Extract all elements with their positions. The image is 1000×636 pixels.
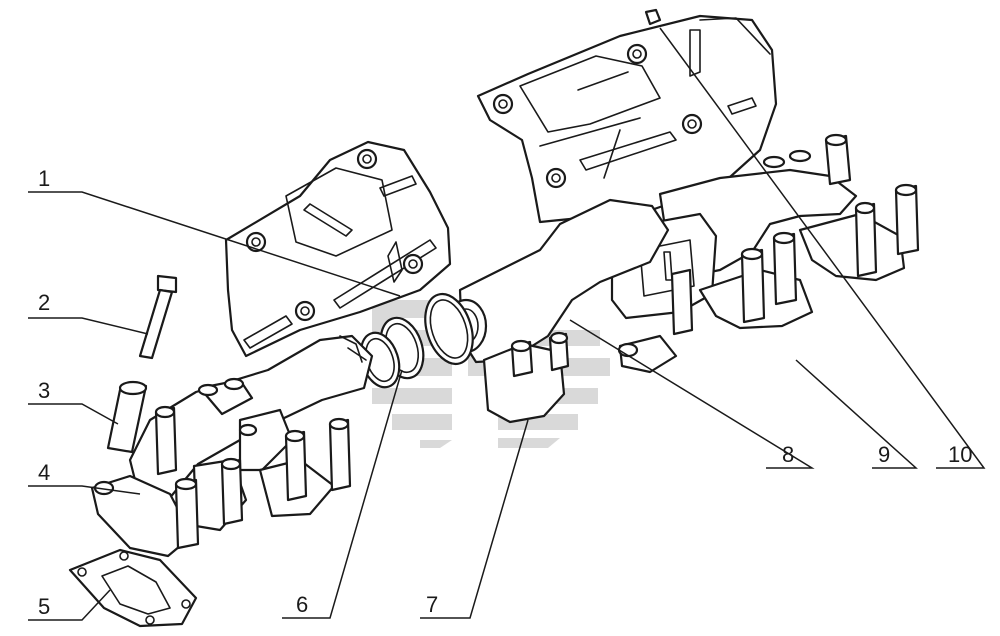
- spacer-sleeve: [106, 380, 148, 454]
- studs-right-manifold: [617, 133, 920, 358]
- exhaust-manifold-left: [90, 334, 374, 558]
- callout-9: 9: [878, 442, 890, 467]
- seal-rings: [359, 292, 474, 389]
- studs-left-manifold: [154, 377, 352, 550]
- callout-labels: 1 2 3 4 5 6 7 8 9 10: [38, 166, 972, 619]
- long-bolt: [138, 274, 178, 360]
- callout-2: 2: [38, 290, 50, 315]
- callout-3: 3: [38, 378, 50, 403]
- gasket: [68, 548, 198, 628]
- callout-6: 6: [296, 592, 308, 617]
- callout-7: 7: [426, 592, 438, 617]
- callout-1: 1: [38, 166, 50, 191]
- leader-lines: [28, 27, 986, 621]
- heat-shield-right: [476, 8, 778, 224]
- callout-10: 10: [948, 442, 972, 467]
- callout-4: 4: [38, 460, 50, 485]
- heat-shield-left: [224, 140, 452, 358]
- callout-8: 8: [782, 442, 794, 467]
- callout-5: 5: [38, 594, 50, 619]
